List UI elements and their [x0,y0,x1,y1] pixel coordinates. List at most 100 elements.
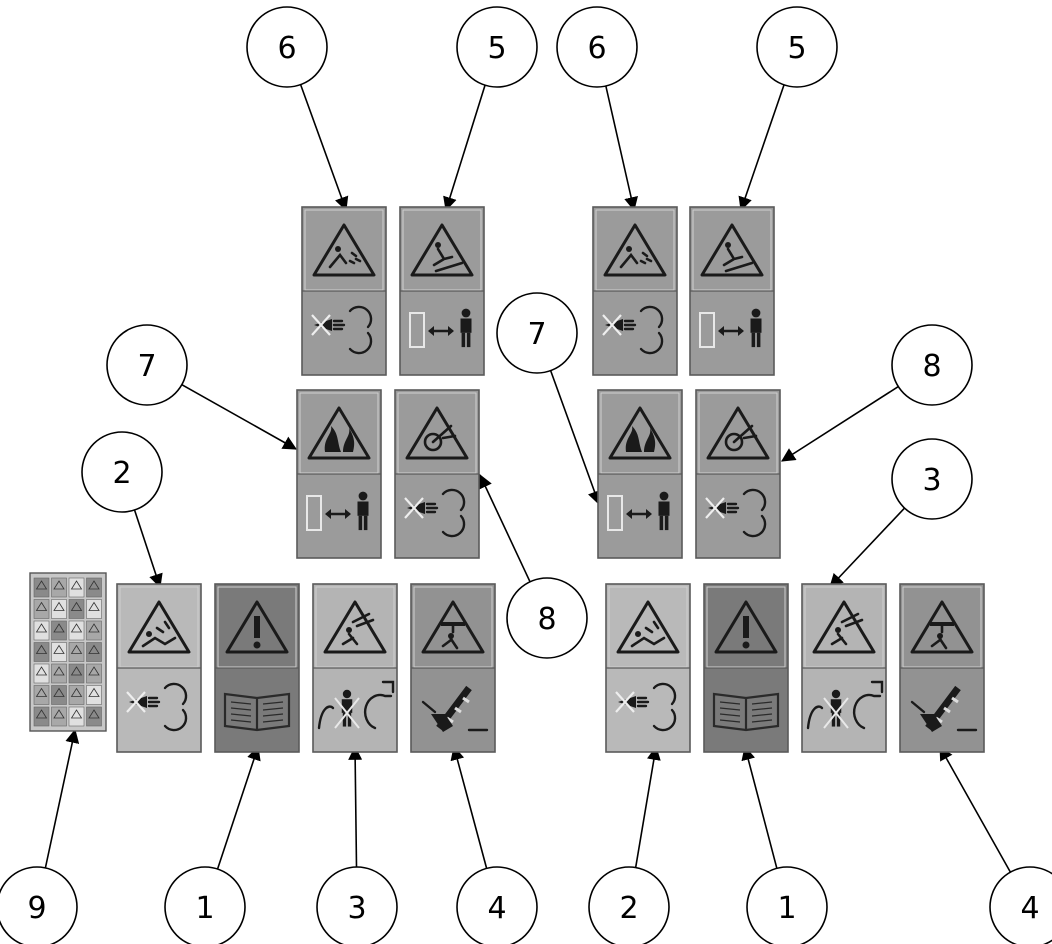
slip-fall-icon [410,223,474,277]
callout-number: 5 [487,31,506,66]
rotating-spray-icon [602,305,664,355]
callout-4-right: 4 [989,866,1052,944]
callout-number: 6 [587,31,606,66]
rotating-spray-icon [311,305,373,355]
callout-number: 9 [27,891,46,926]
safety-decal-1-left [214,583,300,753]
decal-group [116,206,985,753]
leader-arrow-8-right [781,385,899,462]
leader-arrow-5-left [443,84,486,212]
rotating-spray-icon [615,682,677,732]
hot-surface-icon [307,406,371,460]
callout-number: 2 [112,456,131,491]
safety-decal-7-left [296,389,382,559]
leader-arrow-4-left [450,745,488,869]
leader-arrow-9 [44,728,80,869]
callout-5-right: 5 [756,6,838,88]
safety-decal-7-right [597,389,683,559]
safety-decal-4-right [899,583,985,753]
leader-lines [44,84,1012,873]
decal-sheet-icon [29,572,107,732]
safety-decal-1-right [703,583,789,753]
support-lock-icon [910,685,978,732]
leader-arrow-4-right [939,745,1012,873]
callout-2-left: 2 [81,431,163,513]
callout-9: 9 [0,866,78,944]
callout-6-left: 6 [246,6,328,88]
keep-distance-icon [306,491,369,531]
leader-arrow-7-left [181,383,298,450]
leader-arrow-8-middle [479,473,531,583]
callout-7-left: 7 [106,324,188,406]
safety-decal-2-left [116,583,202,753]
callout-1-right: 1 [746,866,828,944]
thrown-object-icon [616,600,680,654]
support-lock-icon [421,685,489,732]
safety-decal-3-left [312,583,398,753]
crush-hazard-icon [812,600,876,654]
read-manual-icon [712,692,780,732]
callout-7-right: 7 [496,292,578,374]
callout-6-right: 6 [556,6,638,88]
callout-8-middle: 8 [506,577,588,659]
falling-debris-icon [312,223,376,277]
callout-number: 3 [922,463,941,498]
overhead-crush-icon [421,600,485,654]
leader-arrow-6-left [299,84,349,212]
safety-decal-8-left [394,389,480,559]
callout-2-right: 2 [588,866,670,944]
callout-8-right: 8 [891,324,973,406]
warning-exclamation-icon [225,600,289,654]
safety-decal-3-right [801,583,887,753]
callout-group: 6 5 6 5 7 7 8 2 3 8 9 1 3 4 2 1 4 [0,6,1052,944]
leader-arrow-3-right [829,507,906,588]
callout-3-right: 3 [891,438,973,520]
safety-decal-5-right [689,206,775,376]
rotating-spray-icon [126,682,188,732]
safety-decal-5-left [399,206,485,376]
leader-arrow-2-left [133,509,163,589]
leader-arrow-2-right [634,745,661,868]
safety-decal-6-right [592,206,678,376]
callout-number: 5 [787,31,806,66]
safety-decal-4-left [410,583,496,753]
callout-number: 2 [619,891,638,926]
leader-arrow-7-right [549,370,602,506]
crush-hazard-icon [323,600,387,654]
callout-number: 3 [347,891,366,926]
callout-number: 6 [277,31,296,66]
leader-arrow-1-right [741,745,778,869]
keep-distance-icon [607,491,670,531]
read-manual-icon [223,692,291,732]
leader-arrow-6-right [605,85,638,212]
stay-clear-icon [806,680,884,730]
callout-number: 7 [527,317,546,352]
callout-4-left: 4 [456,866,538,944]
entanglement-icon [405,406,469,460]
falling-debris-icon [603,223,667,277]
rotating-spray-icon [705,488,767,538]
leader-arrow-1-left [216,745,261,870]
keep-distance-icon [699,308,762,348]
leader-arrow-3-bottom [348,745,363,868]
callout-number: 8 [537,602,556,637]
safety-decal-8-right [695,389,781,559]
entanglement-icon [706,406,770,460]
callout-number: 1 [777,891,796,926]
keep-distance-icon [409,308,472,348]
leader-arrow-5-right [738,84,785,212]
safety-decal-6-left [301,206,387,376]
callout-number: 7 [137,349,156,384]
callout-number: 1 [195,891,214,926]
callout-number: 8 [922,349,941,384]
rotating-spray-icon [404,488,466,538]
callout-3-bottom: 3 [316,866,398,944]
callout-1-left: 1 [164,866,246,944]
stay-clear-icon [317,680,395,730]
decal-sheet-group [29,572,107,732]
thrown-object-icon [127,600,191,654]
slip-fall-icon [700,223,764,277]
hot-surface-icon [608,406,672,460]
safety-decal-2-right [605,583,691,753]
overhead-crush-icon [910,600,974,654]
